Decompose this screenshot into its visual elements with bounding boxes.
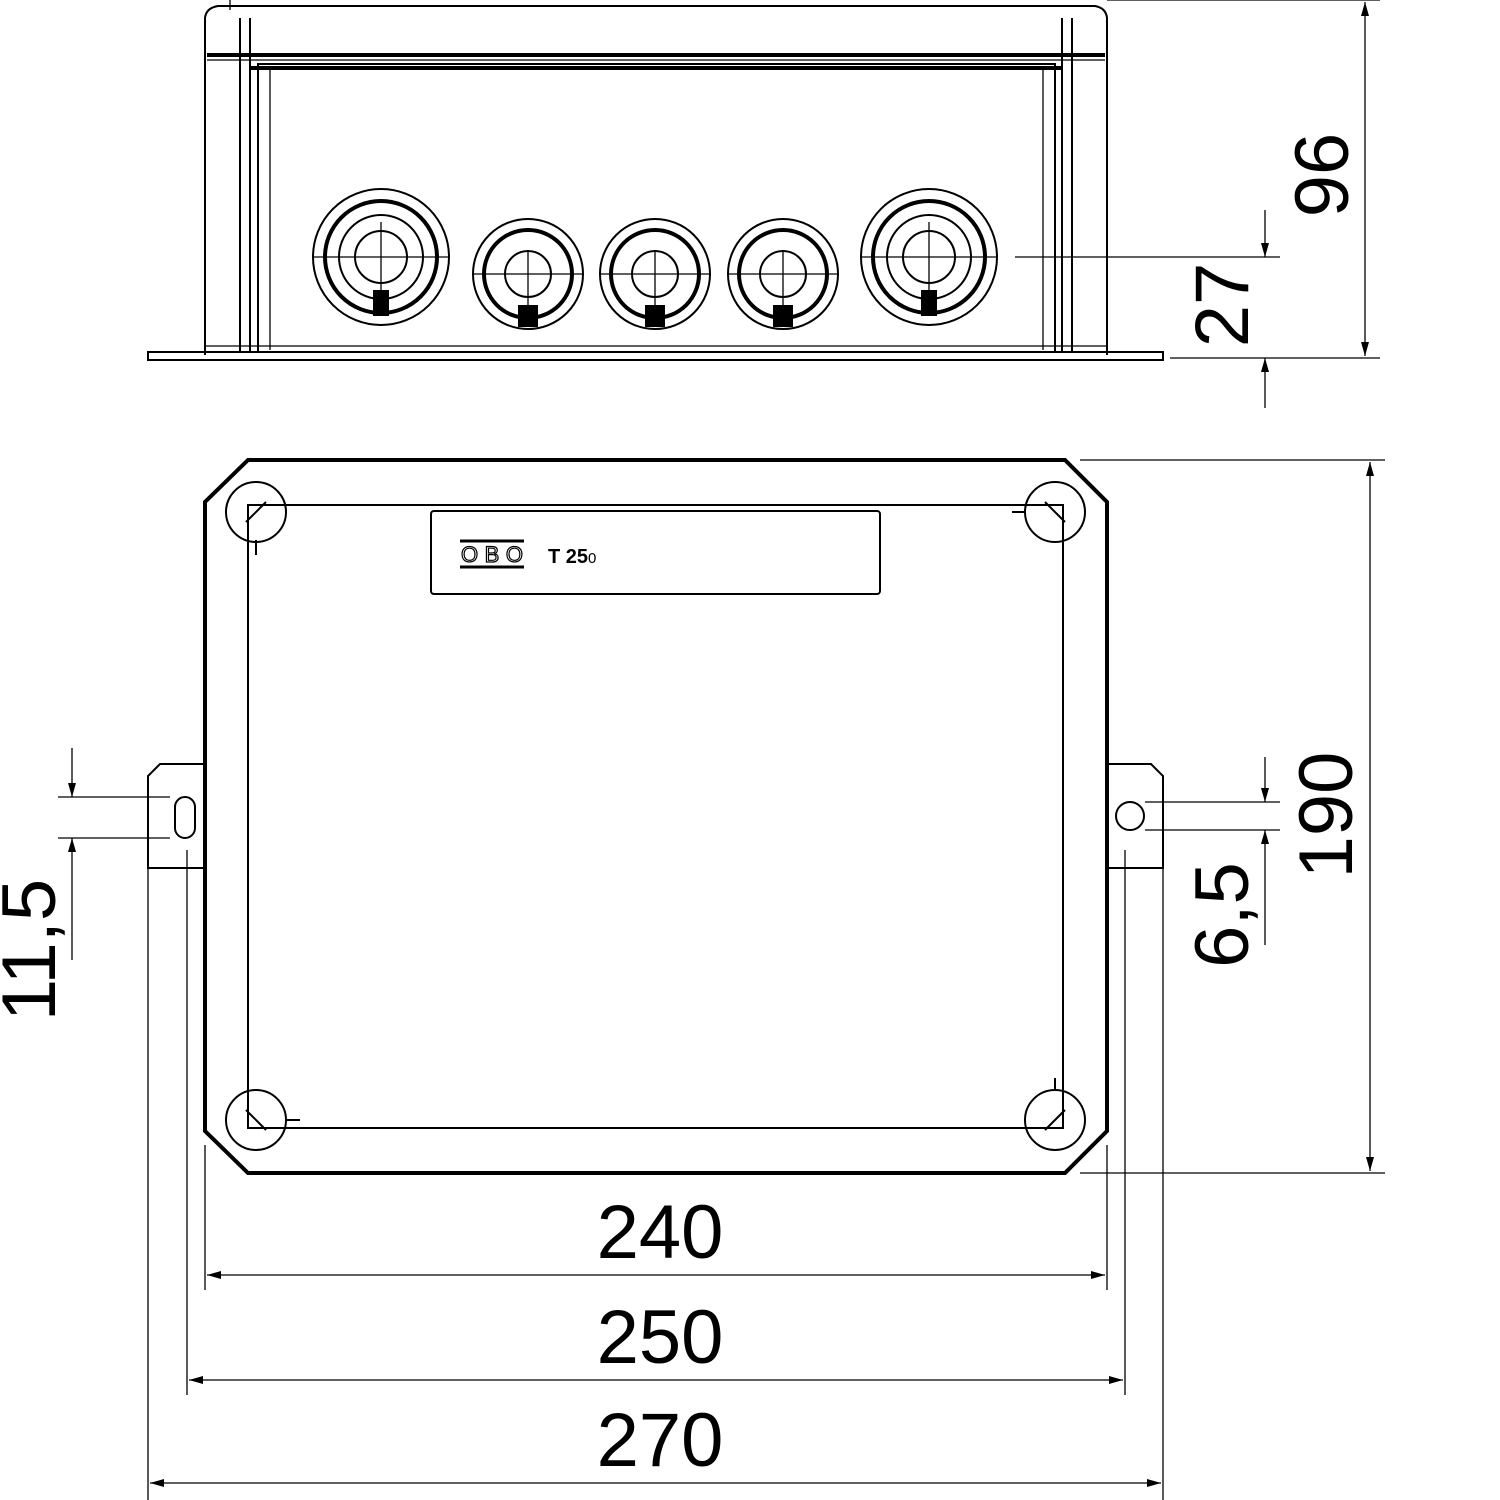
product-label-plate: OBO T 250 <box>430 510 881 595</box>
screw-icon <box>225 481 287 555</box>
top-view: OBO T 250 <box>147 458 1164 1175</box>
dimension-label: 11,5 <box>0 879 72 1021</box>
dimension-label: 27 <box>1180 263 1265 348</box>
dimension-6-5: 6,5 <box>1145 757 1280 968</box>
screw-icon <box>225 1089 300 1151</box>
dimension-label: 250 <box>597 1295 724 1380</box>
cable-gland-small <box>727 218 839 330</box>
obo-logo: OBO <box>461 542 523 567</box>
cable-gland-small <box>599 218 711 330</box>
dimension-96: 96 <box>1107 0 1380 359</box>
ear-right <box>1107 763 1164 869</box>
dimension-190: 190 <box>1080 459 1385 1174</box>
dimension-label: 270 <box>597 1398 724 1483</box>
dimension-27: 27 <box>1015 210 1280 408</box>
model-prefix: T 25 <box>548 546 588 568</box>
dimension-240: 240 <box>207 1190 1105 1279</box>
dimension-11-5: 11,5 <box>0 748 170 1021</box>
extension-lines <box>147 850 1164 1500</box>
model-suffix: 0 <box>588 550 596 567</box>
ear-left <box>147 763 205 869</box>
svg-text:T 250: T 250 <box>548 546 596 568</box>
dimension-label: 190 <box>1284 752 1369 879</box>
cable-gland-large <box>312 188 450 326</box>
dimension-250: 250 <box>189 1295 1123 1384</box>
dimension-label: 96 <box>1280 133 1365 218</box>
dimension-270: 270 <box>150 1398 1161 1487</box>
cable-gland-large <box>860 188 998 326</box>
front-view <box>147 0 1164 361</box>
dimension-label: 240 <box>597 1190 724 1275</box>
dimension-label: 6,5 <box>1180 862 1265 968</box>
cable-gland-small <box>472 218 584 330</box>
screw-icon <box>1024 1078 1086 1151</box>
screw-icon <box>1012 481 1086 543</box>
